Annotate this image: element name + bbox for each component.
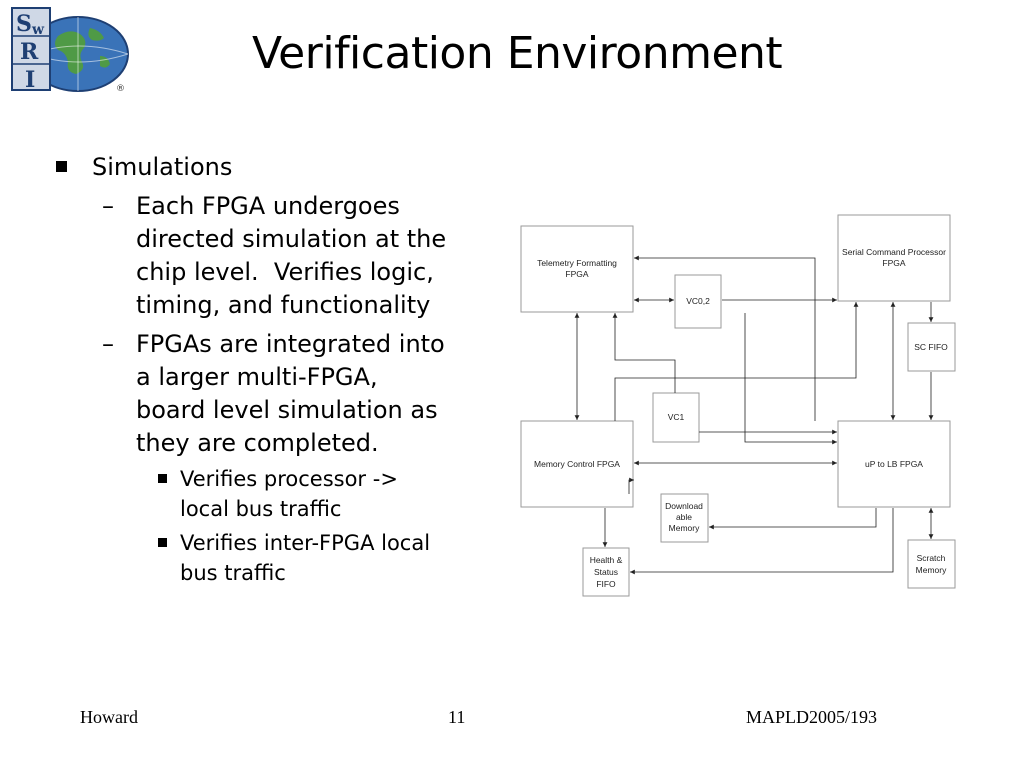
label-serial-1: Serial Command Processor: [842, 247, 946, 257]
block-vc1: [652, 392, 700, 443]
logo-letter-r: R: [20, 39, 39, 65]
label-memory-control: Memory Control FPGA: [534, 459, 620, 469]
arrow-memory-serial: [614, 302, 859, 421]
square-bullet-icon: [56, 161, 67, 172]
bullet-list: Simulations – Each FPGA undergoes direct…: [52, 150, 472, 588]
footer-page-number: 11: [448, 707, 466, 727]
sub-sub-bullet-inter-fpga: Verifies inter-FPGA local bus traffic: [52, 528, 472, 588]
block-diagram: Telemetry Formatting FPGA Serial Command…: [520, 214, 956, 597]
footer-reference: MAPLD2005/193: [746, 707, 878, 727]
bullet-line: directed simulation at the: [136, 225, 447, 253]
label-download-2: able: [676, 512, 692, 522]
arrow-up-health: [630, 508, 894, 575]
logo-letter-i: I: [25, 67, 35, 93]
globe-continents-icon: [55, 28, 110, 74]
bullet-line: they are completed.: [136, 429, 379, 457]
swri-logo: S w R I ®: [11, 7, 129, 94]
dash-bullet-icon: –: [102, 330, 114, 358]
arrow-vc1-telemetry: [612, 313, 676, 393]
sub-bullet-board-level: – FPGAs are integrated into a larger mul…: [52, 328, 472, 460]
slide-title: Verification Environment: [252, 28, 783, 79]
label-up-to-lb: uP to LB FPGA: [865, 459, 923, 469]
dash-bullet-icon: –: [102, 192, 114, 220]
label-health-2: Status: [594, 567, 618, 577]
bullet-line: board level simulation as: [136, 396, 438, 424]
bullet-line: Verifies inter-FPGA local: [180, 531, 431, 555]
label-sc-fifo: SC FIFO: [914, 342, 948, 352]
label-telemetry-2: FPGA: [565, 269, 588, 279]
label-scratch-2: Memory: [916, 565, 947, 575]
label-telemetry-1: Telemetry Formatting: [537, 258, 617, 268]
logo-letter-s: S: [16, 11, 32, 37]
bullet-line: FPGAs are integrated into: [136, 330, 445, 358]
bullet-line: Verifies processor ->: [180, 467, 398, 491]
block-downloadable-memory: [660, 493, 709, 543]
square-bullet-icon: [158, 474, 167, 483]
block-up-to-lb-fpga: [837, 420, 951, 508]
label-health-1: Health &: [590, 555, 623, 565]
block-vc02: [674, 274, 722, 329]
label-vc02: VC0,2: [686, 296, 710, 306]
arrow-up-to-telemetry: [634, 255, 816, 421]
bullet-line: chip level. Verifies logic,: [136, 258, 434, 286]
bullet-line: timing, and functionality: [136, 291, 431, 319]
bullet-simulations: Simulations: [52, 150, 472, 184]
arrow-up-download: [709, 508, 877, 530]
label-download-1: Download: [665, 501, 703, 511]
block-telemetry-fpga: [520, 225, 634, 313]
block-scratch-memory: [907, 539, 956, 589]
sub-sub-bullet-processor: Verifies processor -> local bus traffic: [52, 464, 472, 524]
logo-letter-w: w: [31, 22, 45, 38]
sub-bullet-chip-level: – Each FPGA undergoes directed simulatio…: [52, 190, 472, 322]
label-scratch-1: Scratch: [917, 553, 946, 563]
block-sc-fifo: [907, 322, 956, 372]
bullet-line: local bus traffic: [180, 497, 342, 521]
label-download-3: Memory: [669, 523, 700, 533]
block-serial-command-fpga: [837, 214, 951, 302]
bullet-line: Each FPGA undergoes: [136, 192, 400, 220]
label-health-3: FIFO: [596, 579, 616, 589]
square-bullet-icon: [158, 538, 167, 547]
block-health-status-fifo: [582, 547, 630, 597]
bullet-line: a larger multi-FPGA,: [136, 363, 378, 391]
footer-author: Howard: [80, 707, 138, 727]
bullet-text: Simulations: [92, 153, 233, 181]
registered-mark: ®: [116, 84, 125, 94]
arrow-download-memory: [628, 477, 634, 494]
label-serial-2: FPGA: [882, 258, 905, 268]
arrow-telemetry-up: [744, 313, 837, 445]
label-vc1: VC1: [668, 412, 685, 422]
bullet-line: bus traffic: [180, 561, 286, 585]
block-memory-control-fpga: [520, 420, 634, 508]
